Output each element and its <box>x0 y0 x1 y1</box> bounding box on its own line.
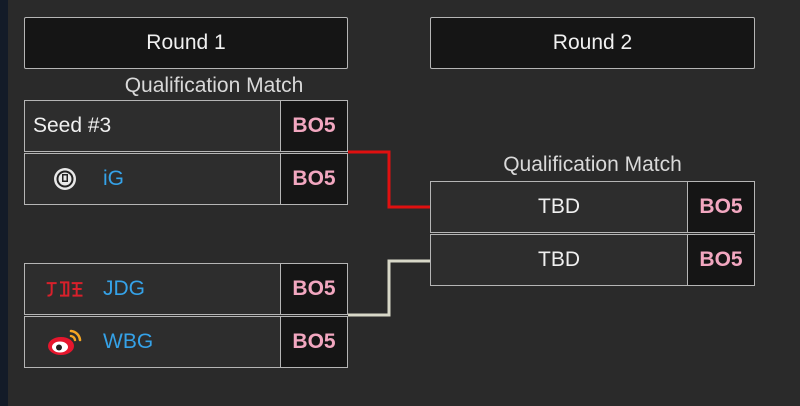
bracket-slot-tbd-2[interactable]: TBD BO5 <box>430 234 755 286</box>
bracket-slot-ig[interactable]: iG BO5 <box>24 153 348 205</box>
team-name: TBD <box>538 195 580 218</box>
slot-name: iG <box>25 154 280 204</box>
round-1-label: Round 1 <box>146 31 226 54</box>
jdg-logo-icon <box>45 273 85 305</box>
wbg-logo-icon <box>45 326 85 358</box>
slot-score: BO5 <box>280 154 347 204</box>
round-1-header: Round 1 <box>24 17 348 69</box>
slot-score: BO5 <box>280 264 347 314</box>
slot-name: Seed #3 <box>25 101 280 151</box>
slot-name: TBD <box>431 235 687 285</box>
team-name: JDG <box>103 277 145 300</box>
slot-score: BO5 <box>280 317 347 367</box>
slot-name: WBG <box>25 317 280 367</box>
team-name: iG <box>103 167 124 190</box>
connector-line <box>348 259 430 317</box>
team-name: WBG <box>103 330 154 353</box>
slot-name: JDG <box>25 264 280 314</box>
slot-score: BO5 <box>687 235 754 285</box>
bracket-slot-seed-3[interactable]: Seed #3 BO5 <box>24 100 348 152</box>
ig-logo-icon <box>45 163 85 195</box>
winner-connector-line <box>348 150 430 209</box>
team-name: TBD <box>538 248 580 271</box>
round-2-label: Round 2 <box>552 31 633 54</box>
round-2-match-label: Qualification Match <box>503 153 682 176</box>
slot-name: TBD <box>431 182 687 232</box>
bracket-slot-tbd-1[interactable]: TBD BO5 <box>430 181 755 233</box>
left-edge-strip <box>0 0 8 406</box>
slot-score: BO5 <box>280 101 347 151</box>
slot-score: BO5 <box>687 182 754 232</box>
round-1-match-label: Qualification Match <box>124 74 304 97</box>
bracket-slot-wbg[interactable]: WBG BO5 <box>24 316 348 368</box>
team-name: Seed #3 <box>33 114 112 137</box>
round-2-header: Round 2 <box>430 17 755 69</box>
bracket-slot-jdg[interactable]: JDG BO5 <box>24 263 348 315</box>
